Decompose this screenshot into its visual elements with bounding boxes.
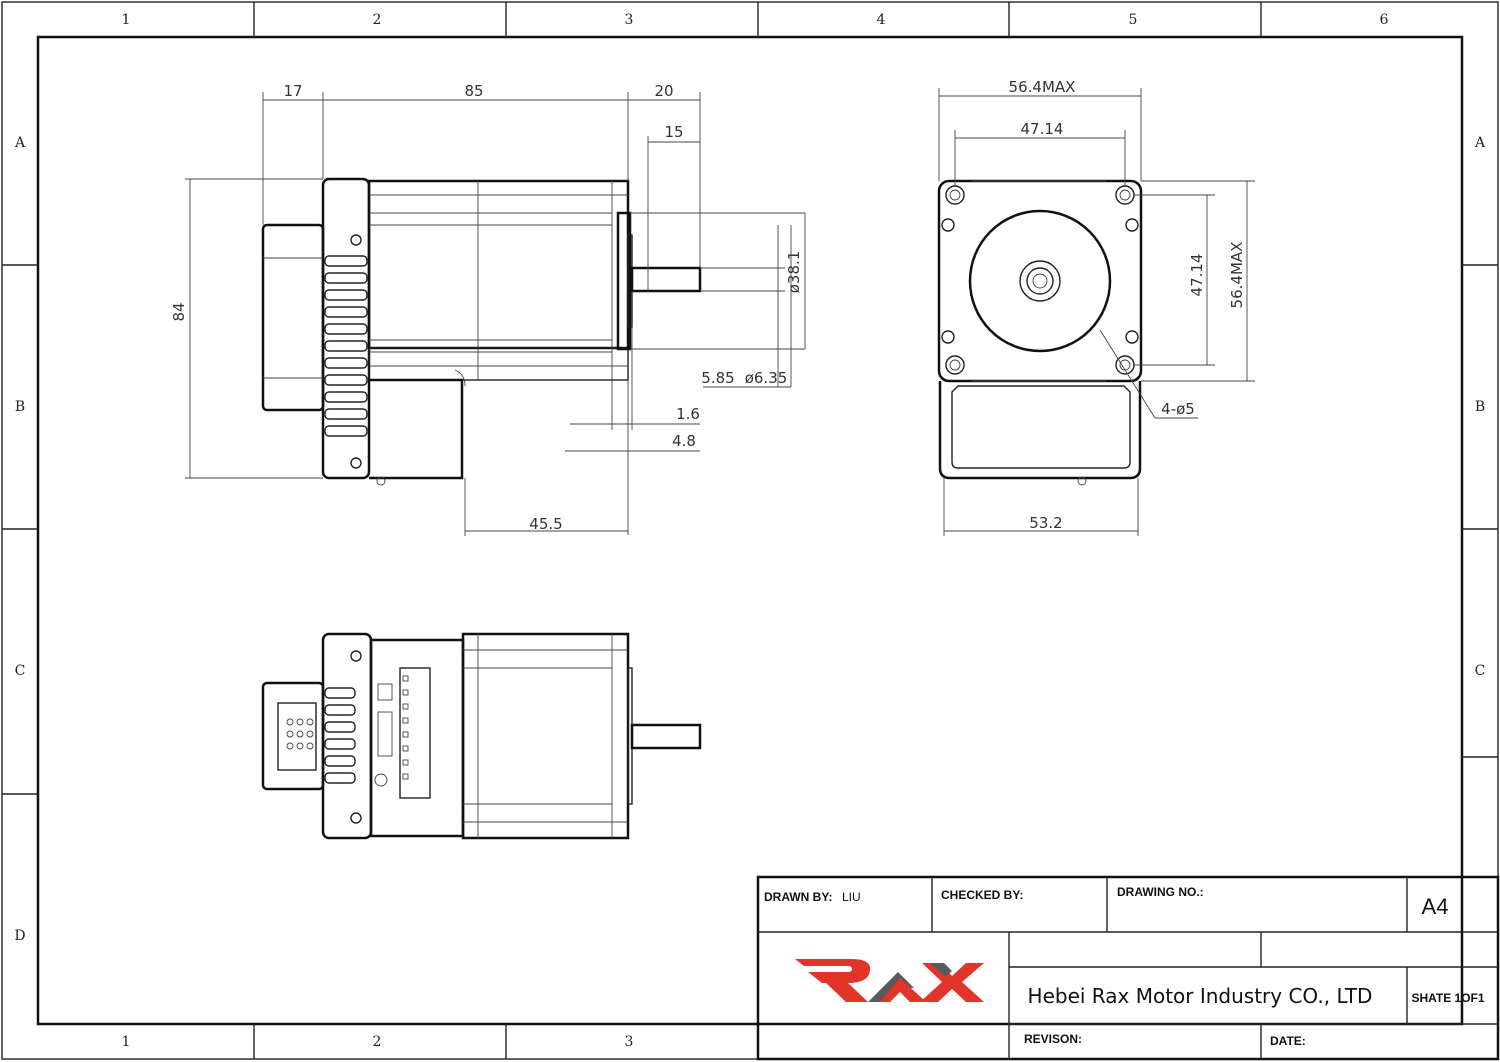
- zone-col-2-top: 2: [373, 12, 382, 28]
- dim-15: 15: [664, 123, 683, 141]
- zone-col-6-top: 6: [1380, 12, 1389, 28]
- dim-20: 20: [654, 82, 673, 100]
- top-view: [261, 632, 702, 840]
- dim-56-4-top: 56.4MAX: [1009, 78, 1076, 96]
- zone-row-c-right: C: [1475, 663, 1486, 679]
- dim-85: 85: [464, 82, 483, 100]
- dim-84: 84: [170, 302, 188, 321]
- zone-row-b-left: B: [15, 399, 25, 415]
- dim-6-35: ø6.35: [745, 369, 788, 387]
- front-rotor-circle: [968, 209, 1112, 353]
- dim-45-5: 45.5: [529, 515, 562, 533]
- side-view-dimensions: 17 85 20 15 84 ø38.1 5.85 ø6.35 1.6 4.8 …: [170, 82, 806, 536]
- drawn-by-label: DRAWN BY:: [764, 890, 832, 904]
- zone-col-5-top: 5: [1129, 12, 1138, 28]
- top-shaft: [630, 723, 702, 750]
- top-rj-connector: [277, 702, 317, 771]
- zone-col-1-bottom: 1: [122, 1034, 131, 1050]
- drawing-no-label: DRAWING NO.:: [1117, 885, 1204, 899]
- side-flange: [616, 211, 632, 351]
- side-shaft: [630, 266, 702, 293]
- dim-17: 17: [283, 82, 302, 100]
- dim-4-8: 4.8: [672, 432, 696, 450]
- company-name: Hebei Rax Motor Industry CO., LTD: [1028, 984, 1373, 1008]
- zone-row-a-left: A: [14, 135, 26, 151]
- top-motor-body: [461, 632, 630, 840]
- logo-a-red: [880, 978, 926, 1002]
- logo-x: [920, 963, 984, 1002]
- revision-label: REVISON:: [1024, 1032, 1082, 1046]
- zone-row-c-left: C: [15, 663, 26, 679]
- front-connector-housing: [938, 381, 1142, 480]
- mounting-holes: [941, 185, 1139, 375]
- top-cooling-fins: [324, 687, 356, 784]
- dim-47-14-top: 47.14: [1021, 120, 1064, 138]
- logo-a-grey: [868, 972, 914, 1002]
- side-cooling-fins: [324, 255, 368, 437]
- dim-53-2: 53.2: [1029, 514, 1062, 532]
- checked-by-label: CHECKED BY:: [941, 888, 1023, 902]
- dim-4-holes: 4-ø5: [1161, 400, 1195, 418]
- zone-col-3-top: 3: [625, 12, 634, 28]
- zone-col-1-top: 1: [122, 12, 131, 28]
- dim-38-1: ø38.1: [785, 251, 803, 294]
- paper-size: A4: [1422, 894, 1449, 919]
- top-driver-housing: [321, 632, 373, 840]
- zone-col-2-bottom: 2: [373, 1034, 382, 1050]
- zone-row-b-right: B: [1475, 399, 1485, 415]
- dim-5-85: 5.85: [701, 369, 734, 387]
- logo-r: [795, 959, 871, 1002]
- dim-47-14-side: 47.14: [1188, 254, 1206, 297]
- dim-56-4-side: 56.4MAX: [1228, 242, 1246, 309]
- drawn-by-value: LIU: [842, 890, 861, 904]
- dim-1-6: 1.6: [676, 405, 700, 423]
- zone-col-3-bottom: 3: [625, 1034, 634, 1050]
- front-view-dimensions: 56.4MAX 47.14 47.14 56.4MAX 4-ø5 53.2: [938, 78, 1255, 536]
- title-block: DRAWN BY: LIU CHECKED BY: DRAWING NO.: A…: [756, 875, 1500, 1061]
- zone-row-a-right: A: [1474, 135, 1486, 151]
- date-label: DATE:: [1270, 1034, 1306, 1048]
- zone-labels: 1 2 3 4 5 6 1 2 3 A B C D A B C: [14, 12, 1486, 1050]
- side-driver-housing: [321, 177, 371, 480]
- terminal-block: [399, 667, 431, 799]
- sheet-number: SHATE 1OF1: [1411, 991, 1484, 1005]
- front-view: [937, 179, 1143, 486]
- zone-row-d-left: D: [14, 928, 25, 944]
- side-motor-body: [367, 179, 630, 350]
- side-view: [261, 177, 702, 486]
- rax-logo: [795, 959, 984, 1002]
- zone-col-4-top: 4: [877, 12, 886, 28]
